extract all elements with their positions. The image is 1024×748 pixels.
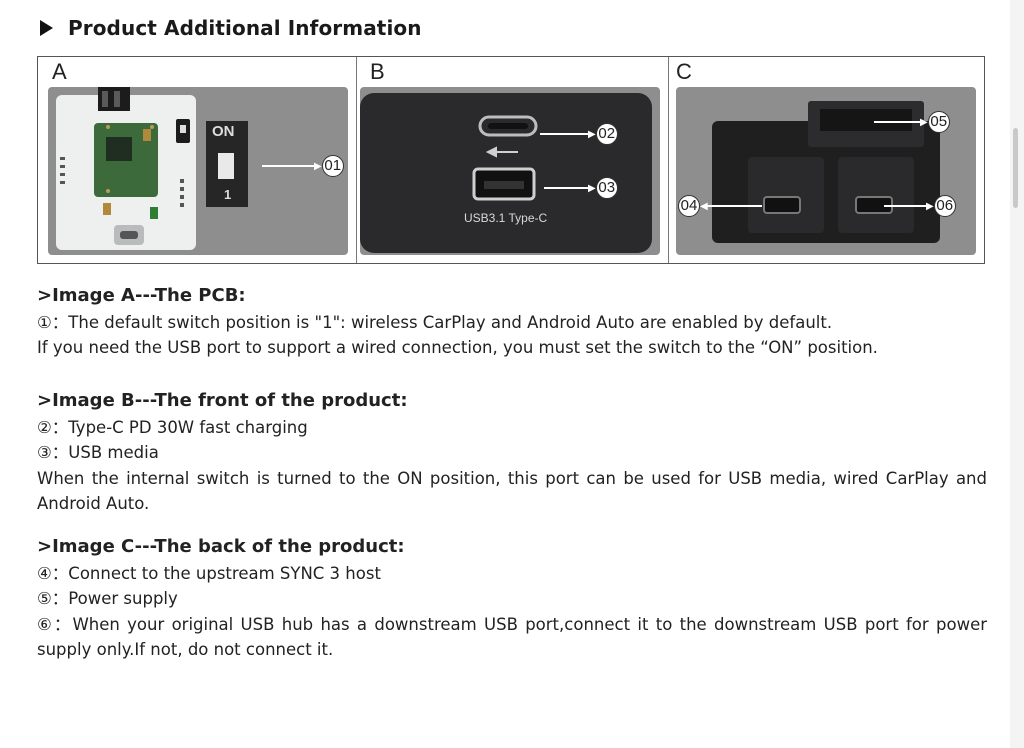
item-text: ：Power supply xyxy=(51,589,178,608)
callout-02: ▶ 02 xyxy=(540,123,618,145)
circled-number: ④ xyxy=(37,563,52,583)
section-image-a: >Image A---The PCB: ①：The default switch… xyxy=(37,283,987,361)
circled-number: ② xyxy=(37,417,52,437)
back-photo: ▶ 05 04 ◀ ▶ 06 xyxy=(676,87,976,255)
callout-badge: 02 xyxy=(595,123,618,145)
switch-on-label: ON xyxy=(212,123,235,140)
pcb-photo: ON 1 ▶ 01 xyxy=(48,87,348,255)
item-text: ：Connect to the upstream SYNC 3 host xyxy=(51,563,381,583)
front-photo: USB3.1 Type-C ▶ 02 ▶ 03 xyxy=(360,87,660,255)
callout-03: ▶ 03 xyxy=(544,177,618,199)
section-image-b: >Image B---The front of the product: ②：T… xyxy=(37,388,987,517)
front-illustration xyxy=(360,93,652,253)
item-text: ：When your original USB hub has a downst… xyxy=(37,614,988,660)
section-image-c: >Image C---The back of the product: ④：Co… xyxy=(37,534,987,663)
list-item: ②：Type-C PD 30W fast charging xyxy=(37,415,987,441)
callout-badge: 01 xyxy=(321,155,344,177)
list-item: ⑤：Power supply xyxy=(37,586,987,612)
panel-label-a: A xyxy=(52,59,67,84)
list-item: ⑥：When your original USB hub has a downs… xyxy=(37,612,987,663)
callout-06: ▶ 06 xyxy=(884,195,956,217)
list-item: ①：The default switch position is "1": wi… xyxy=(37,310,987,336)
panel-divider xyxy=(668,57,669,263)
callout-arrow xyxy=(874,121,924,123)
callout-arrow xyxy=(884,205,930,207)
callout-05: ▶ 05 xyxy=(874,111,950,133)
section-heading: >Image C---The back of the product: xyxy=(37,536,405,557)
item-text: ：USB media xyxy=(51,443,159,462)
panel-divider xyxy=(356,57,357,263)
callout-arrow xyxy=(540,133,592,135)
item-text: ：The default switch position is "1": wir… xyxy=(51,312,833,332)
callout-arrow xyxy=(544,187,592,189)
scrollbar-track[interactable] xyxy=(1010,0,1024,748)
section-header: Product Additional Information xyxy=(40,14,422,42)
section-heading: >Image A---The PCB: xyxy=(37,285,246,306)
panel-label-c: C xyxy=(676,59,692,84)
pcb-illustration xyxy=(56,87,248,250)
panel-label-b: B xyxy=(370,59,385,84)
section-heading: >Image B---The front of the product: xyxy=(37,390,408,411)
callout-badge: 05 xyxy=(927,111,950,133)
scrollbar-thumb[interactable] xyxy=(1013,128,1018,208)
callout-badge: 04 xyxy=(678,195,700,217)
list-item: ③：USB media xyxy=(37,440,987,466)
circled-number: ① xyxy=(37,312,52,332)
page-title: Product Additional Information xyxy=(68,16,422,40)
list-item: ④：Connect to the upstream SYNC 3 host xyxy=(37,561,987,587)
port-caption: USB3.1 Type-C xyxy=(464,211,548,225)
callout-badge: 06 xyxy=(933,195,956,217)
callout-badge: 03 xyxy=(595,177,618,199)
callout-arrow xyxy=(262,165,318,167)
callout-arrow xyxy=(703,205,762,207)
item-text: ：Type-C PD 30W fast charging xyxy=(51,417,308,437)
switch-position-label: 1 xyxy=(224,187,232,202)
circled-number: ③ xyxy=(37,443,52,462)
paragraph: If you need the USB port to support a wi… xyxy=(37,338,878,357)
triangle-right-icon xyxy=(40,20,53,36)
product-image-frame: A ON 1 xyxy=(37,56,985,264)
back-illustration xyxy=(712,101,940,243)
callout-01: ▶ 01 xyxy=(262,155,344,177)
paragraph: When the internal switch is turned to th… xyxy=(37,468,987,514)
callout-04: 04 ◀ xyxy=(678,195,762,217)
circled-number: ⑤ xyxy=(37,589,52,608)
circled-number: ⑥ xyxy=(37,614,54,634)
